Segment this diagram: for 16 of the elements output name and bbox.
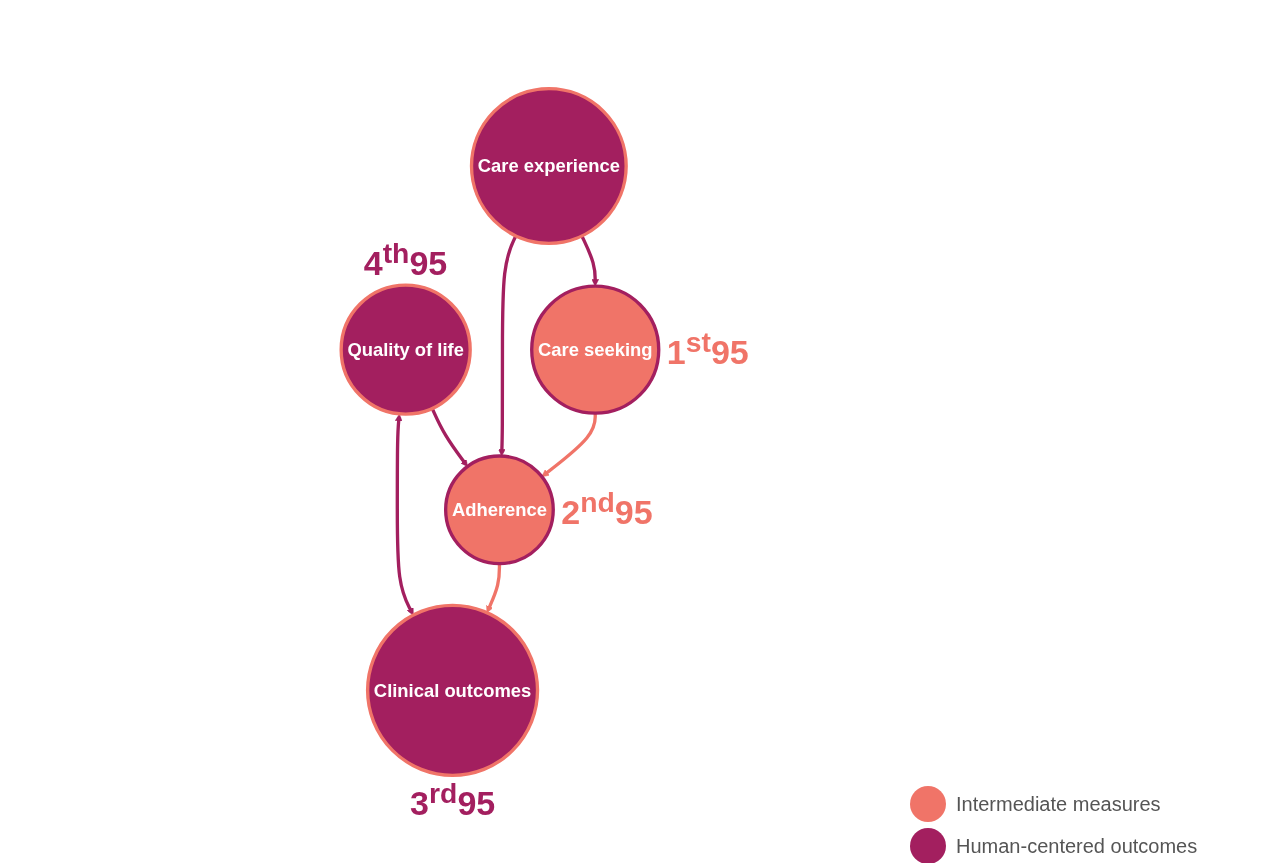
node-circle: Quality of life bbox=[339, 282, 472, 416]
arrow bbox=[486, 563, 502, 613]
beside-label: 4$^{th}$95 bbox=[363, 236, 448, 283]
beside-label: 3$^{rd}$95 bbox=[410, 776, 496, 824]
arrow bbox=[541, 412, 597, 477]
node-circle: Care seeking bbox=[530, 283, 661, 415]
arrow bbox=[395, 413, 414, 615]
node-circle: Clinical outcomes bbox=[365, 603, 540, 777]
node-circle: Adherence bbox=[444, 453, 555, 565]
legend-label: Intermediate measures bbox=[956, 792, 1161, 816]
beside-label: 1$^{st}$95 bbox=[666, 326, 749, 373]
node-circle: Care experience bbox=[469, 86, 628, 245]
legend-label: Human-centered outcomes bbox=[956, 834, 1198, 858]
arrow bbox=[430, 407, 468, 467]
beside-label: 2$^{nd}$95 bbox=[561, 486, 653, 533]
arrow bbox=[498, 234, 518, 456]
